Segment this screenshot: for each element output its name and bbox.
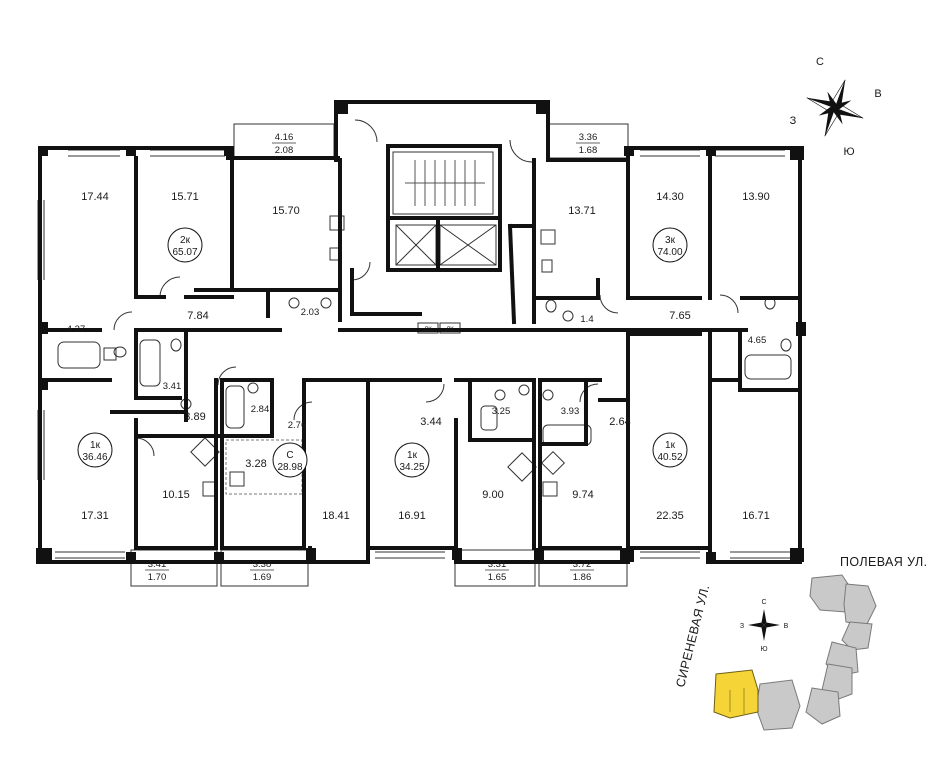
apartment-badges: 2к 65.07 3к 74.00 1к 36.46 С 28.98 1к 34… <box>77 227 688 478</box>
apartment-type: 1к <box>90 440 101 451</box>
apartment-type: 2к <box>180 235 191 246</box>
compass-south-label: Ю <box>843 146 854 158</box>
apartment-badge[interactable]: 3к 74.00 <box>652 227 688 263</box>
room-area: 7.84 <box>187 310 208 322</box>
balcony-area-net: 1.69 <box>253 572 272 583</box>
room-area: 3.41 <box>163 381 182 392</box>
room-area: 9.00 <box>482 489 503 501</box>
apartment-type: 3к <box>665 235 676 246</box>
street-label-west: СИРЕНЕВАЯ УЛ. <box>673 583 712 688</box>
room-area: 1.4 <box>580 314 593 325</box>
apartment-type: 1к <box>407 450 418 461</box>
small-compass-north-label: С <box>761 599 766 606</box>
apartment-area: 74.00 <box>657 247 682 258</box>
apartment-badge[interactable]: С 28.98 <box>272 442 308 478</box>
balcony-area-net: 2.08 <box>275 145 294 156</box>
compass-icon <box>806 79 864 137</box>
balcony-area-gross: 3.31 <box>488 559 507 570</box>
room-area: 3.25 <box>492 406 511 417</box>
room-area: 10.15 <box>162 489 190 501</box>
room-area: 2.76 <box>288 420 307 431</box>
balcony-area-gross: 3.41 <box>148 559 167 570</box>
walls <box>38 100 802 564</box>
room-area: 3.93 <box>561 406 580 417</box>
apartment-area: 34.25 <box>399 462 424 473</box>
room-area: 13.90 <box>742 191 770 203</box>
highlighted-building <box>713 669 759 719</box>
room-area: 15.70 <box>272 205 300 217</box>
small-compass-east-label: В <box>784 623 789 630</box>
apartment-badge[interactable]: 1к 34.25 <box>394 442 430 478</box>
room-labels: 17.44 15.71 15.70 13.71 14.30 13.90 7.84… <box>67 191 770 522</box>
apartment-area: 36.46 <box>82 452 107 463</box>
room-area: 16.91 <box>398 510 426 522</box>
room-area: 18.41 <box>322 510 350 522</box>
room-area: 22.35 <box>656 510 684 522</box>
street-label-east: ПОЛЕВАЯ УЛ. <box>840 555 927 569</box>
balcony-area-net: 1.70 <box>148 572 167 583</box>
apartment-badge[interactable]: 2к 65.07 <box>167 227 203 263</box>
apartment-area: 28.98 <box>277 462 302 473</box>
room-area: 2.84 <box>251 404 270 415</box>
room-area: 16.71 <box>742 510 770 522</box>
room-area: 9.74 <box>572 489 593 501</box>
apartment-area: 65.07 <box>172 247 197 258</box>
apartment-area: 40.52 <box>657 452 682 463</box>
lk-label: ЛК <box>446 327 454 333</box>
room-area: 7.65 <box>669 310 690 322</box>
pillars <box>36 100 806 564</box>
balcony-labels: 4.16 2.08 3.36 1.68 3.41 1.70 3.38 1.69 … <box>145 132 600 583</box>
apartment-badge[interactable]: 1к 40.52 <box>652 432 688 468</box>
balcony-area-gross: 4.16 <box>275 132 294 143</box>
small-compass-west-label: З <box>740 623 744 630</box>
room-area: 17.31 <box>81 510 109 522</box>
balcony-area-net: 1.65 <box>488 572 507 583</box>
small-compass-south-label: Ю <box>760 646 767 653</box>
site-plan <box>713 574 877 731</box>
compass-north-label: С <box>816 56 824 68</box>
room-area: 4.65 <box>748 335 767 346</box>
room-area: 17.44 <box>81 191 109 203</box>
apartment-type: 1к <box>665 440 676 451</box>
room-area: 2.03 <box>301 307 320 318</box>
room-area: 4.27 <box>67 324 86 335</box>
room-area: 3.89 <box>184 411 205 423</box>
balcony-area-net: 1.86 <box>573 572 592 583</box>
balcony-area-net: 1.68 <box>579 145 598 156</box>
balcony-area-gross: 3.72 <box>573 559 592 570</box>
room-area: 3.44 <box>420 416 441 428</box>
room-area: 2.64 <box>609 416 630 428</box>
room-area: 13.71 <box>568 205 596 217</box>
apartment-badge[interactable]: 1к 36.46 <box>77 432 113 468</box>
balcony-area-gross: 3.36 <box>579 132 598 143</box>
apartment-type: С <box>286 450 293 461</box>
room-area: 14.30 <box>656 191 684 203</box>
room-area: 3.28 <box>245 458 266 470</box>
lk-label: ЛК <box>424 327 432 333</box>
compass-west-label: З <box>790 115 797 127</box>
small-compass-icon <box>748 609 780 641</box>
room-area: 15.71 <box>171 191 199 203</box>
compass-east-label: В <box>874 88 881 100</box>
balcony-area-gross: 3.38 <box>253 559 272 570</box>
